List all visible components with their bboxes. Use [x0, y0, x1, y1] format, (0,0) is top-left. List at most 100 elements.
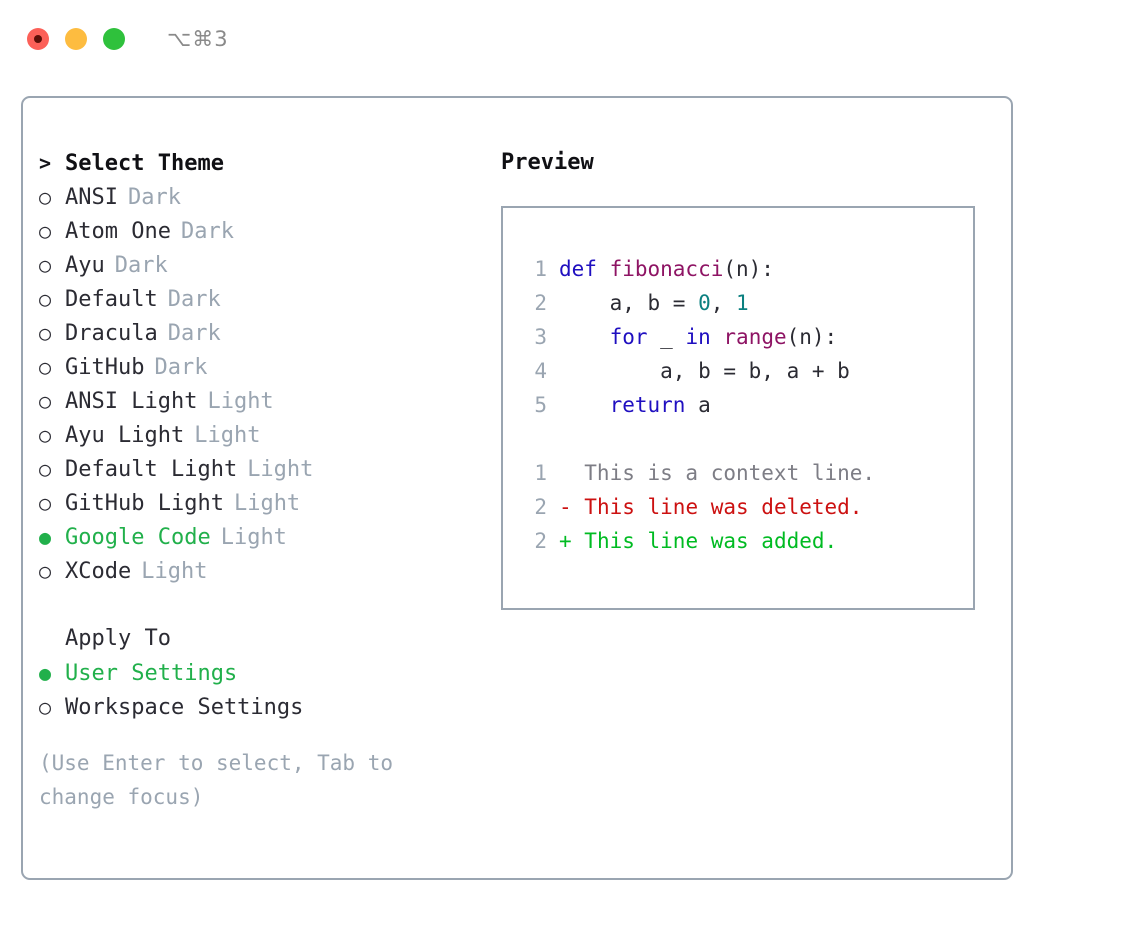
code-token: a [685, 393, 711, 417]
code-token: 1 [736, 291, 749, 315]
theme-item-atom-one-dark[interactable]: ○ Atom One Dark [39, 214, 489, 248]
code-token: fibonacci [609, 257, 724, 281]
window-controls [27, 28, 125, 50]
theme-item-ayu-dark[interactable]: ○ Ayu Dark [39, 248, 489, 282]
apply-to-title: Apply To [65, 626, 171, 651]
code-token: (n): [786, 325, 838, 349]
theme-badge: Dark [127, 185, 181, 210]
code-token: return [609, 393, 686, 417]
radio-unselected-icon[interactable]: ○ [39, 389, 52, 413]
theme-badge: Light [247, 457, 314, 482]
code-token: (n): [723, 257, 774, 281]
line-number: 2 [534, 291, 547, 315]
radio-unselected-icon[interactable]: ○ [39, 695, 52, 719]
theme-name: Atom One [65, 219, 171, 244]
line-number: 3 [534, 325, 547, 349]
theme-badge: Light [194, 423, 261, 448]
keyboard-hint-text: (Use Enter to select, Tab to change focu… [39, 751, 394, 809]
line-number: 1 [534, 461, 547, 485]
diff-text: This is a context line. [559, 461, 876, 485]
radio-selected-icon[interactable]: ● [39, 525, 52, 549]
theme-badge: Light [207, 389, 274, 414]
diff-sign: - [559, 495, 572, 519]
diff-line-added: 2 + This line was added. [521, 524, 973, 558]
theme-item-github-dark[interactable]: ○ GitHub Dark [39, 350, 489, 384]
radio-unselected-icon[interactable]: ○ [39, 355, 52, 379]
content-pane: > Select Theme ○ ANSI Dark ○ Atom One Da… [21, 96, 1013, 880]
apply-to-header: Apply To [39, 622, 489, 656]
radio-unselected-icon[interactable]: ○ [39, 559, 52, 583]
radio-unselected-icon[interactable]: ○ [39, 253, 52, 277]
line-number: 2 [534, 529, 547, 553]
line-number: 5 [534, 393, 547, 417]
theme-item-github-light[interactable]: ○ GitHub Light Light [39, 486, 489, 520]
apply-option-user-settings[interactable]: ● User Settings [39, 656, 489, 690]
code-token [559, 325, 610, 349]
apply-option-label: User Settings [65, 661, 238, 686]
code-diff-spacer [521, 422, 973, 456]
theme-item-dracula-dark[interactable]: ○ Dracula Dark [39, 316, 489, 350]
code-token: def [559, 257, 610, 281]
select-theme-header: > Select Theme [39, 146, 489, 180]
code-line: 5 return a [521, 388, 973, 422]
theme-badge: Light [141, 559, 208, 584]
preview-box: 1 def fibonacci(n): 2 a, b = 0, 1 3 for … [501, 206, 975, 610]
theme-item-google-code-light[interactable]: ● Google Code Light [39, 520, 489, 554]
shortcut-label: ⌥⌘3 [167, 27, 229, 51]
theme-badge: Dark [114, 253, 168, 278]
code-token [711, 325, 724, 349]
theme-name: Dracula [65, 321, 158, 346]
theme-name: Ayu Light [65, 423, 185, 448]
radio-unselected-icon[interactable]: ○ [39, 219, 52, 243]
radio-unselected-icon[interactable]: ○ [39, 287, 52, 311]
line-number: 1 [534, 257, 547, 281]
minimize-button[interactable] [65, 28, 87, 50]
theme-name: Google Code [65, 525, 211, 550]
theme-name: Ayu [65, 253, 105, 278]
code-token: in [685, 325, 711, 349]
maximize-button[interactable] [103, 28, 125, 50]
code-token [559, 393, 610, 417]
code-token: range [723, 325, 787, 349]
radio-unselected-icon[interactable]: ○ [39, 491, 52, 515]
diff-text: This line was added. [571, 529, 838, 553]
theme-badge: Dark [167, 287, 221, 312]
radio-selected-icon[interactable]: ● [39, 661, 52, 685]
preview-title: Preview [501, 150, 594, 175]
theme-item-ansi-dark[interactable]: ○ ANSI Dark [39, 180, 489, 214]
theme-badge: Dark [167, 321, 221, 346]
code-token: for [609, 325, 648, 349]
theme-badge: Dark [154, 355, 208, 380]
theme-badge: Light [233, 491, 301, 516]
theme-item-default-light[interactable]: ○ Default Light Light [39, 452, 489, 486]
radio-unselected-icon[interactable]: ○ [39, 423, 52, 447]
code-line: 4 a, b = b, a + b [521, 354, 973, 388]
theme-selector-column: > Select Theme ○ ANSI Dark ○ Atom One Da… [39, 146, 489, 814]
theme-name: GitHub Light [65, 491, 224, 516]
theme-name: Default [65, 287, 158, 312]
prompt-icon: > [39, 151, 52, 175]
theme-name: Default Light [65, 457, 238, 482]
line-number: 2 [534, 495, 547, 519]
code-line: 1 def fibonacci(n): [521, 252, 973, 286]
diff-text: This line was deleted. [571, 495, 863, 519]
theme-item-default-dark[interactable]: ○ Default Dark [39, 282, 489, 316]
diff-sign: + [559, 529, 572, 553]
theme-item-ansi-light[interactable]: ○ ANSI Light Light [39, 384, 489, 418]
theme-name: ANSI [65, 185, 118, 210]
code-token: _ [647, 325, 686, 349]
code-token: a, b = b, a + b [559, 359, 850, 383]
theme-item-ayu-light[interactable]: ○ Ayu Light Light [39, 418, 489, 452]
close-button[interactable] [27, 28, 49, 50]
select-theme-title: Select Theme [65, 151, 224, 176]
apply-option-workspace-settings[interactable]: ○ Workspace Settings [39, 690, 489, 724]
theme-badge: Dark [180, 219, 234, 244]
radio-unselected-icon[interactable]: ○ [39, 457, 52, 481]
theme-name: ANSI Light [65, 389, 198, 414]
theme-item-xcode-light[interactable]: ○ XCode Light [39, 554, 489, 588]
apply-option-label: Workspace Settings [65, 695, 304, 720]
radio-unselected-icon[interactable]: ○ [39, 185, 52, 209]
radio-unselected-icon[interactable]: ○ [39, 321, 52, 345]
code-token: , [710, 291, 737, 315]
code-token: a, b = [559, 291, 699, 315]
